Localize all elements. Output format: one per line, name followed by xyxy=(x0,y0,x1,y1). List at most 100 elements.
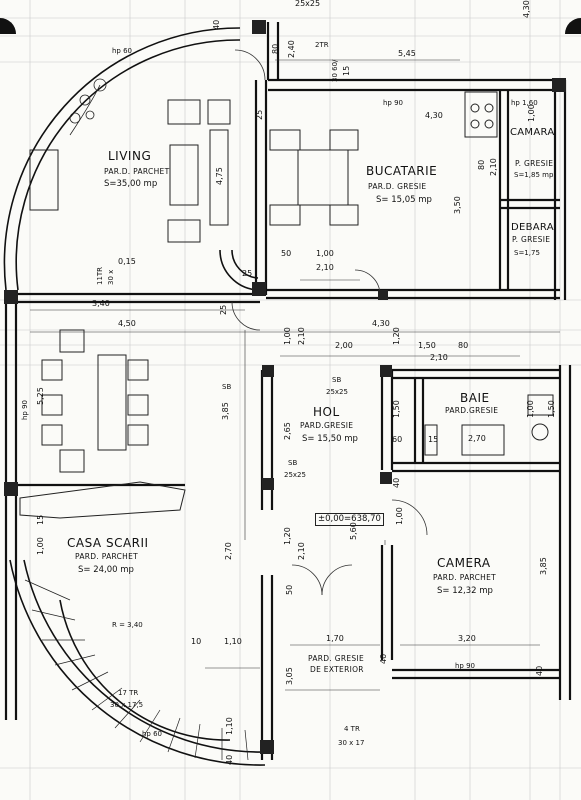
room-living-name: LIVING xyxy=(108,149,152,163)
dim-320: 3,20 xyxy=(458,634,476,643)
label-stair-small: 11TR xyxy=(96,266,104,285)
plant-icon xyxy=(69,78,107,136)
dim-40d: 40 xyxy=(225,754,234,765)
room-exterior-name: DE EXTERIOR xyxy=(310,665,364,674)
label-hp90-left: hp 90 xyxy=(21,399,29,420)
dimension-lines xyxy=(30,59,560,691)
dim-50b: 50 xyxy=(285,584,294,595)
room-baie-name: BAIE xyxy=(460,391,490,405)
dim-100b: 1,00 xyxy=(316,249,334,258)
dim-170: 1,70 xyxy=(326,634,344,643)
room-baie-finish: PARD.GRESIE xyxy=(445,406,499,415)
room-casa-scarii-finish: PARD. PARCHET xyxy=(75,552,139,561)
label-radius: R = 3,40 xyxy=(112,621,143,629)
room-camara-finish: P. GRESIE xyxy=(515,159,554,168)
room-hol-finish: PARD.GRESIE xyxy=(300,421,354,430)
corner-quarter-circle-right xyxy=(565,18,581,34)
dim-200: 2,00 xyxy=(335,341,353,350)
dim-265: 2,65 xyxy=(283,422,292,440)
room-living-finish: PAR.D. PARCHET xyxy=(104,167,170,176)
dim-240: 2,40 xyxy=(287,40,296,58)
dim-40c: 40 xyxy=(535,665,544,676)
label-stair-small-dim: 30 x xyxy=(107,269,115,285)
room-camera-area: S= 12,32 mp xyxy=(437,586,493,596)
dim-210b: 2,10 xyxy=(316,263,334,272)
label-stair-right: 4 TR xyxy=(344,725,360,733)
dim-80b: 80 xyxy=(477,159,486,170)
label-hp90-kitchen: hp 90 xyxy=(383,99,404,107)
dim-15b: 15 xyxy=(428,435,439,444)
label-stair-bottom: 17 TR xyxy=(118,689,139,697)
room-camera-name: CAMERA xyxy=(437,556,491,570)
label-stair-right-dim: 30 x 17 xyxy=(338,739,365,747)
dim-100d: 1,00 xyxy=(395,507,404,525)
corner-quarter-circle xyxy=(0,18,16,34)
dim-210c: 2,10 xyxy=(297,327,306,345)
dim-430-kitchen: 4,30 xyxy=(425,111,443,120)
dim-110: 1,10 xyxy=(224,637,242,646)
dim-340: 3,40 xyxy=(92,299,110,308)
dim-25c: 25 xyxy=(219,304,228,315)
dim-25b: 25 xyxy=(242,269,253,278)
room-bucatarie-name: BUCATARIE xyxy=(366,164,438,178)
label-stair-top-dim: 30 60/ xyxy=(331,59,339,82)
elevation-mark: ±0,00=638,70 xyxy=(315,513,384,526)
dim-100c: 1,00 xyxy=(283,327,292,345)
stair-treads xyxy=(24,579,249,761)
room-exterior-finish: PARD. GRESIE xyxy=(308,654,365,663)
dim-60: 60 xyxy=(392,435,403,444)
room-hol-area: S= 15,50 mp xyxy=(302,434,358,444)
dim-305: 3,05 xyxy=(285,667,294,685)
dim-120b: 1,20 xyxy=(283,527,292,545)
label-stair-bottom-dim: 30 x 17,5 xyxy=(110,701,144,709)
dim-150c: 1,50 xyxy=(547,400,556,418)
furniture xyxy=(19,91,554,519)
room-bucatarie-finish: PAR.D. GRESIE xyxy=(368,182,427,191)
room-debara-name: DEBARA xyxy=(511,222,554,233)
dim-545: 5,45 xyxy=(398,49,416,58)
dim-10: 10 xyxy=(191,637,202,646)
dim-15c: 15 xyxy=(36,514,45,525)
room-bucatarie-area: S= 15,05 mp xyxy=(376,195,432,205)
dim-350: 3,50 xyxy=(453,196,462,214)
dim-25a: 25 xyxy=(255,109,264,120)
label-stair-top: 2TR xyxy=(315,41,329,49)
dim-100e: 1,00 xyxy=(526,400,535,418)
dim-525: 5,25 xyxy=(36,387,45,405)
label-hp60-top: hp 60 xyxy=(112,47,133,55)
dim-15-top: 15 xyxy=(342,65,351,76)
room-hol-name: HOL xyxy=(313,405,340,419)
dim-385: 3,85 xyxy=(221,402,230,420)
dim-25x25-top: 25x25 xyxy=(295,0,321,8)
dim-80c: 80 xyxy=(458,341,469,350)
room-debara-area: S=1,75 xyxy=(514,249,540,257)
dim-210a: 2,10 xyxy=(489,158,498,176)
column-size-3: 25x25 xyxy=(284,471,306,479)
room-casa-scarii-name: CASA SCARII xyxy=(67,536,149,550)
dim-560: 5,60 xyxy=(349,522,358,540)
door-swings xyxy=(231,49,428,596)
dim-270b: 2,70 xyxy=(224,542,233,560)
dim-80: 80 xyxy=(271,43,280,54)
room-camara-area: S=1,85 mp xyxy=(514,171,554,179)
columns xyxy=(4,20,566,754)
label-hp60-bottom: hp 60 xyxy=(142,730,163,738)
room-living-area: S=35,00 mp xyxy=(104,179,158,189)
room-debara-finish: P. GRESIE xyxy=(512,235,551,244)
dim-210e: 2,10 xyxy=(297,542,306,560)
dim-430b: 4,30 xyxy=(372,319,390,328)
label-hp90-bottom: hp 90 xyxy=(455,662,476,670)
dim-40b: 40 xyxy=(392,477,401,488)
column-sb-2: SB xyxy=(332,376,342,384)
dim-450: 4,50 xyxy=(118,319,136,328)
dim-150b: 1,50 xyxy=(392,400,401,418)
room-casa-scarii-area: S= 24,00 mp xyxy=(78,565,134,575)
dim-430-top: 4,30 xyxy=(522,0,531,18)
dim-40e: 40 xyxy=(379,653,388,664)
dim-015: 0,15 xyxy=(118,257,136,266)
dim-120: 1,20 xyxy=(392,327,401,345)
dim-100f: 1,00 xyxy=(36,537,45,555)
dim-385b: 3,85 xyxy=(539,557,548,575)
dim-210d: 2,10 xyxy=(430,353,448,362)
